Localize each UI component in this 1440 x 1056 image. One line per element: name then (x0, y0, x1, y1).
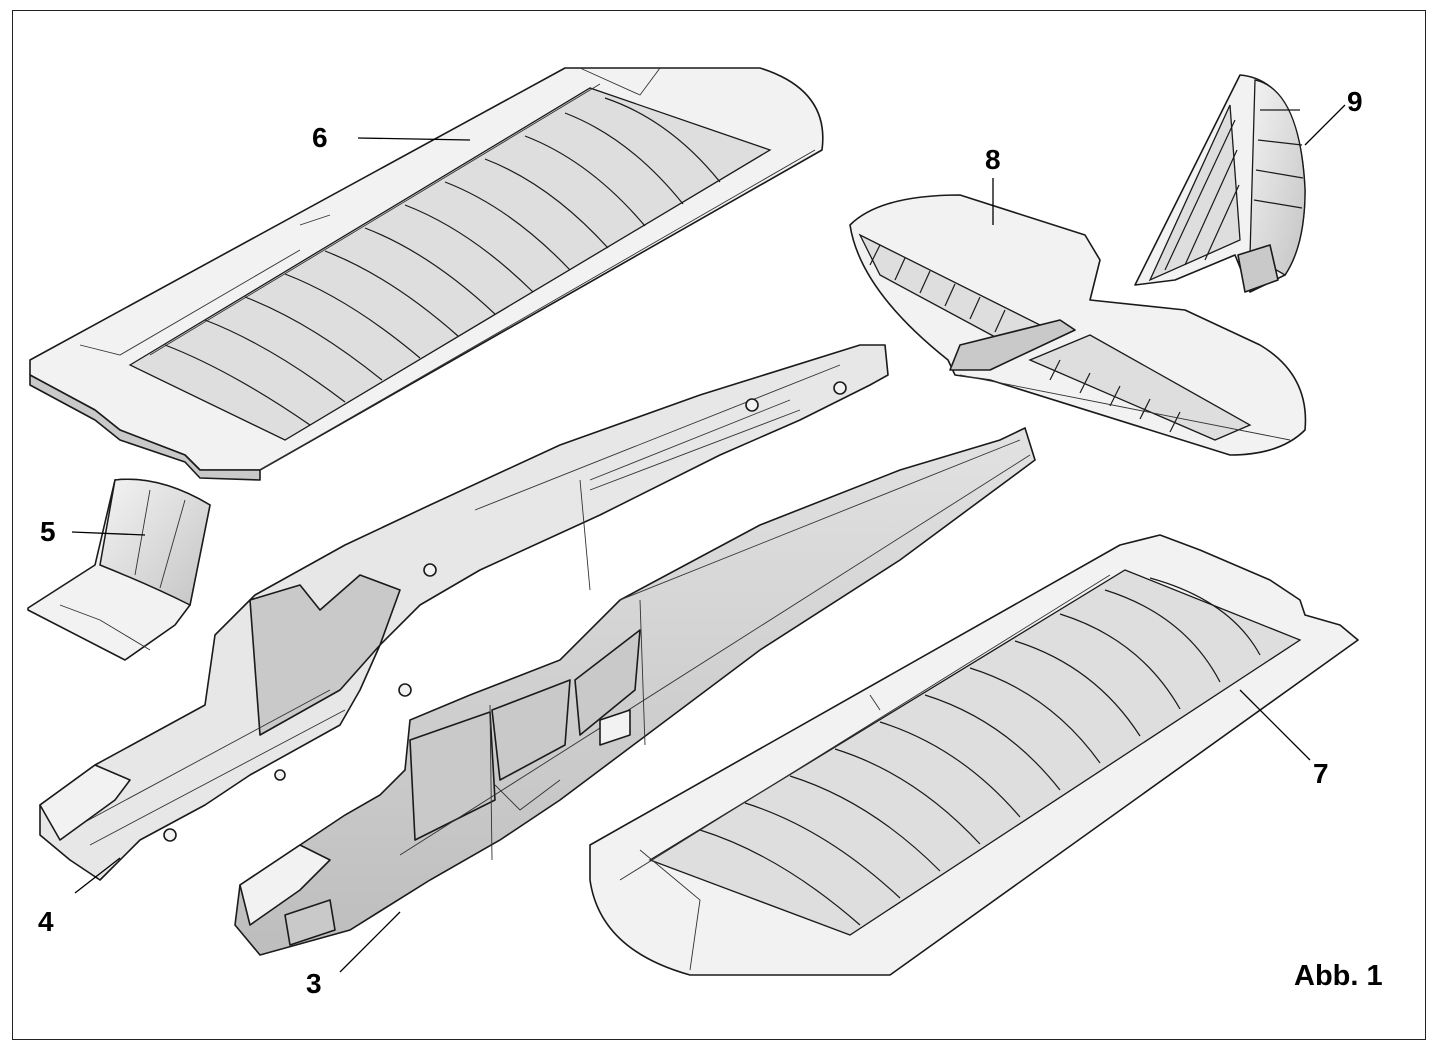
leader-3 (339, 911, 401, 973)
callout-7: 7 (1313, 758, 1329, 789)
callout-8: 8 (985, 144, 1001, 175)
leader-lines (71, 104, 1346, 973)
leader-5 (71, 531, 146, 536)
fuselage-half-part-3 (234, 426, 1036, 956)
wing-right-part-7 (589, 534, 1359, 976)
callout-3: 3 (306, 968, 322, 999)
leader-7 (1239, 689, 1311, 761)
leader-6 (357, 137, 471, 141)
callout-5: 5 (40, 516, 56, 547)
leader-9 (1304, 104, 1346, 146)
fuselage-half-part-4 (39, 344, 889, 881)
wing-left-part-6 (29, 67, 824, 481)
figure-frame (12, 10, 1426, 1040)
figure-caption: Abb. 1 (1294, 960, 1383, 992)
callout-4: 4 (38, 906, 54, 937)
callout-9: 9 (1347, 86, 1363, 117)
canopy-part-5 (27, 478, 211, 661)
callout-6: 6 (312, 122, 328, 153)
fin-part-9 (1134, 74, 1306, 293)
leader-4 (74, 857, 121, 894)
stabilizer-part-8 (849, 194, 1307, 456)
